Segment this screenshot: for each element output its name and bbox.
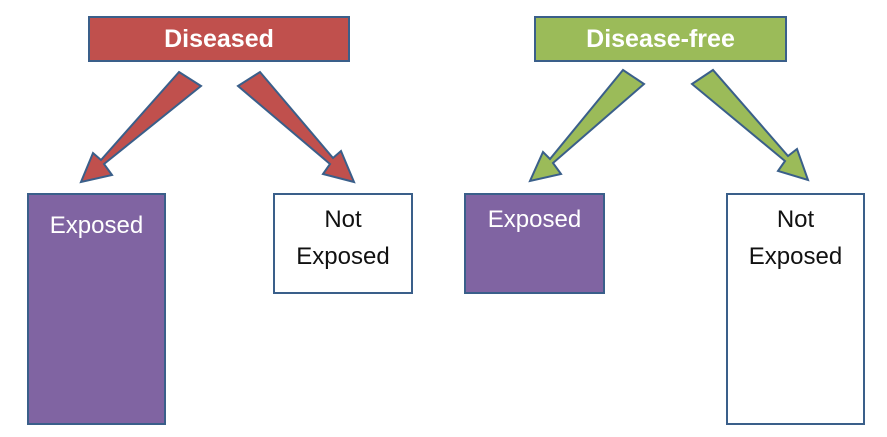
disease-free-exposed-box: Exposed bbox=[464, 193, 605, 294]
disease-free-not-exposed-box: Not Exposed bbox=[726, 193, 865, 425]
disease-free-exposed-label: Exposed bbox=[487, 206, 582, 233]
disease-free-not-exposed-line1: Not bbox=[776, 206, 815, 233]
diseased-not-exposed-line1: Not bbox=[324, 206, 362, 233]
arrow-diseased-to-not-exposed bbox=[236, 70, 356, 184]
arrow-free-to-exposed bbox=[528, 68, 646, 183]
diseased-not-exposed-line2: Exposed bbox=[296, 243, 390, 271]
arrow-diseased-to-exposed bbox=[79, 70, 203, 184]
disease-free-not-exposed-line2: Exposed bbox=[748, 243, 843, 271]
arrow-free-to-not-exposed bbox=[690, 68, 810, 182]
diseased-header: Diseased bbox=[88, 16, 350, 62]
disease-free-header: Disease-free bbox=[534, 16, 787, 62]
diseased-title: Diseased bbox=[164, 24, 274, 53]
disease-free-title: Disease-free bbox=[586, 24, 735, 53]
diseased-not-exposed-box: Not Exposed bbox=[273, 193, 413, 294]
diseased-exposed-box: Exposed bbox=[27, 193, 166, 425]
diseased-exposed-label: Exposed bbox=[49, 212, 144, 239]
